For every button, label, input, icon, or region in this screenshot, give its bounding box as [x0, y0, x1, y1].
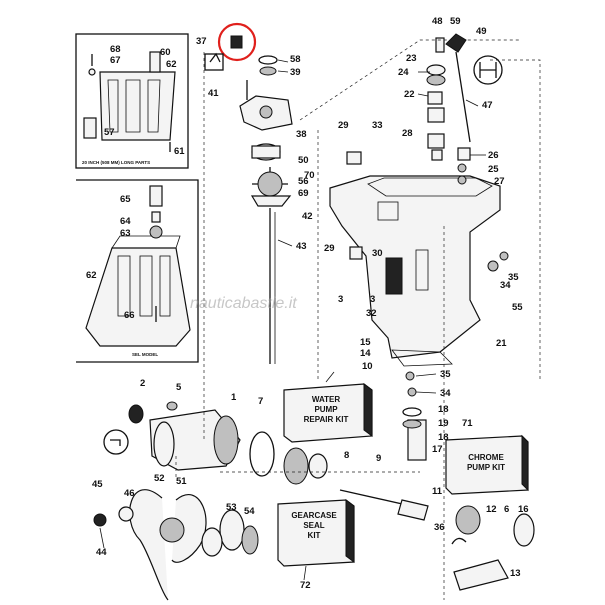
callout-37: 37	[196, 36, 207, 47]
callout-57: 57	[104, 127, 115, 138]
inset-long-parts: 68 67 60 62 57 61 20 INCH (508 MM) LONG …	[75, 33, 189, 169]
callout-38: 38	[296, 129, 307, 140]
callout-18: 18	[438, 404, 449, 415]
chrome-pump-kit-line1: CHROME	[468, 453, 504, 462]
callout-52: 52	[154, 473, 165, 484]
callout-44: 44	[96, 547, 107, 558]
callout-35-lower: 35	[440, 369, 451, 380]
callout-51: 51	[176, 476, 187, 487]
gearcase-seal-kit-line3: KIT	[308, 531, 321, 540]
callout-46: 46	[124, 488, 135, 499]
callout-56: 56	[298, 176, 309, 187]
callout-5: 5	[176, 382, 182, 393]
callout-14: 14	[360, 348, 371, 359]
callout-39: 39	[290, 67, 301, 78]
callout-18-lower: 18	[438, 432, 449, 443]
callout-25: 25	[488, 164, 499, 175]
callout-33: 33	[372, 120, 383, 131]
water-pump-repair-kit-box: WATER PUMP REPAIR KIT	[283, 371, 373, 443]
callout-17: 17	[432, 444, 443, 455]
callout-29: 29	[338, 120, 349, 131]
callout-68: 68	[110, 44, 121, 55]
callout-71: 71	[462, 418, 473, 429]
callout-34-lower: 34	[440, 388, 451, 399]
callout-22: 22	[404, 89, 415, 100]
callout-45: 45	[92, 479, 103, 490]
callout-66: 66	[124, 310, 135, 321]
callout-23: 23	[406, 53, 417, 64]
highlight-circle	[217, 22, 257, 62]
lower-section-parts: 2 5 1 7 8 9 11 17 18 19 18 12 6 16 36 13…	[92, 378, 535, 601]
callout-1: 1	[231, 392, 237, 403]
callout-13: 13	[510, 568, 521, 579]
callout-67: 67	[110, 55, 121, 66]
callout-21: 21	[496, 338, 507, 349]
callout-58: 58	[290, 54, 301, 65]
gearcase-housing: 29 33 70 29 30 3 3 32 34 35 55 21 15 14 …	[304, 120, 523, 399]
callout-41: 41	[208, 88, 219, 99]
inset-sel-model: 65 64 63 62 66 SEL MODEL	[76, 179, 199, 363]
callout-32: 32	[366, 308, 377, 319]
chrome-pump-kit-line2: PUMP KIT	[467, 463, 505, 472]
gearcase-seal-kit-box: GEARCASE SEAL KIT	[277, 499, 355, 567]
callout-48: 48	[432, 16, 443, 27]
callout-62: 62	[166, 59, 177, 70]
long-parts-caption: 20 INCH (508 MM) LONG PARTS	[82, 160, 150, 165]
callout-50: 50	[298, 155, 309, 166]
shift-bearing-stack: 48 59 49 23 24 22 47 28 26 25 27	[398, 16, 505, 187]
callout-7: 7	[258, 396, 263, 407]
callout-55: 55	[512, 302, 523, 313]
callout-36: 36	[434, 522, 445, 533]
callout-9: 9	[376, 453, 381, 464]
callout-59: 59	[450, 16, 461, 27]
callout-35: 35	[508, 272, 519, 283]
callout-69: 69	[298, 188, 309, 199]
callout-19: 19	[438, 418, 449, 429]
callout-3: 3	[338, 294, 343, 305]
callout-29-lower: 29	[324, 243, 335, 254]
callout-65: 65	[120, 194, 131, 205]
callout-11: 11	[432, 486, 443, 497]
water-pump-kit-line1: WATER	[312, 395, 341, 404]
callout-27: 27	[494, 176, 505, 187]
callout-28: 28	[402, 128, 413, 139]
callout-64: 64	[120, 216, 131, 227]
callout-49: 49	[476, 26, 487, 37]
callout-72: 72	[300, 580, 311, 591]
callout-2: 2	[140, 378, 145, 389]
callout-31: 3	[370, 294, 375, 305]
callout-42: 42	[302, 211, 313, 222]
callout-53: 53	[226, 502, 237, 513]
callout-26: 26	[488, 150, 499, 161]
callout-15: 15	[360, 337, 371, 348]
callout-61: 61	[174, 146, 185, 157]
callout-30: 30	[372, 248, 383, 259]
water-pump-kit-line2: PUMP	[314, 405, 338, 414]
watermark: nauticabastie.it	[190, 295, 297, 312]
callout-70: 70	[304, 170, 315, 181]
water-pump-kit-line3: REPAIR KIT	[304, 415, 349, 424]
callout-54: 54	[244, 506, 255, 517]
gearcase-seal-kit-line1: GEARCASE	[291, 511, 337, 520]
chrome-pump-kit-box: CHROME PUMP KIT	[445, 434, 529, 495]
callout-24: 24	[398, 67, 409, 78]
callout-63: 63	[120, 228, 131, 239]
callout-60: 60	[160, 47, 171, 58]
callout-16: 16	[518, 504, 529, 515]
callout-43: 43	[296, 241, 307, 252]
callout-34: 34	[500, 280, 511, 291]
callout-8: 8	[344, 450, 349, 461]
callout-47: 47	[482, 100, 493, 111]
assembly-leader-lines	[175, 39, 541, 600]
water-pump-stack: 37 58 39 41 38 50 56 69 42 43	[196, 22, 313, 364]
callout-62-sel: 62	[86, 270, 97, 281]
callout-12: 12	[486, 504, 497, 515]
callout-10: 10	[362, 361, 373, 372]
gearcase-seal-kit-line2: SEAL	[303, 521, 324, 530]
sel-model-caption: SEL MODEL	[132, 352, 158, 357]
callout-6: 6	[504, 504, 509, 515]
